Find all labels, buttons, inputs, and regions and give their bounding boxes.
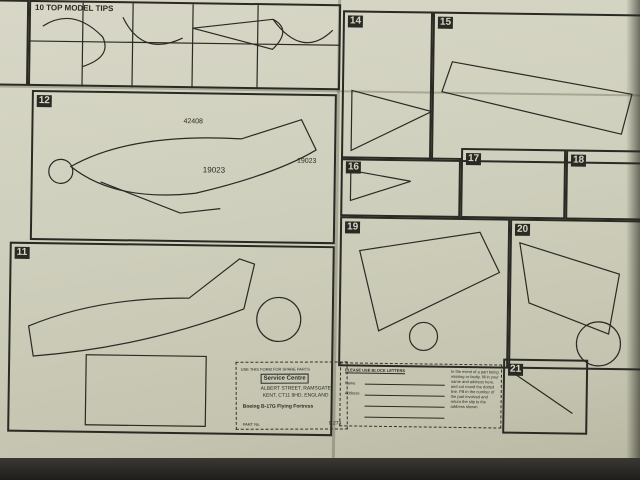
wing-drawings <box>349 61 633 415</box>
tips-sketches <box>28 2 341 90</box>
page-edge-shadow <box>626 0 640 480</box>
fuselage-step-12 <box>48 119 317 214</box>
table-surface <box>0 458 640 480</box>
fuselage-step-11 <box>27 258 302 428</box>
